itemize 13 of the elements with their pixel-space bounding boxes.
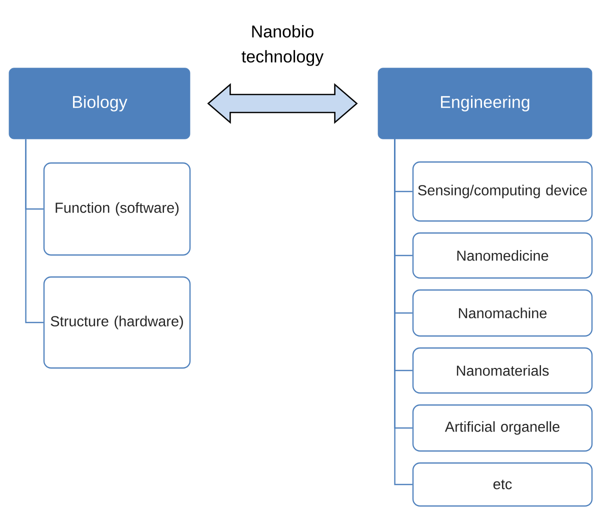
category-box: Biology <box>8 68 190 140</box>
item-box: Sensing/computing device <box>412 161 593 222</box>
item-box: Nanomaterials <box>412 347 593 394</box>
item-box: etc <box>412 462 593 507</box>
item-box: Nanomedicine <box>412 232 593 279</box>
tree-connector <box>25 139 44 324</box>
category-box: Engineering <box>378 68 592 140</box>
tree-connector <box>394 139 412 486</box>
item-box: Structure (hardware) <box>43 276 191 369</box>
item-box: Nanomachine <box>412 289 593 337</box>
edge-label: Nanobio technology <box>242 25 324 66</box>
item-box: Artificial organelle <box>412 404 593 452</box>
item-box: Function (software) <box>43 162 191 256</box>
